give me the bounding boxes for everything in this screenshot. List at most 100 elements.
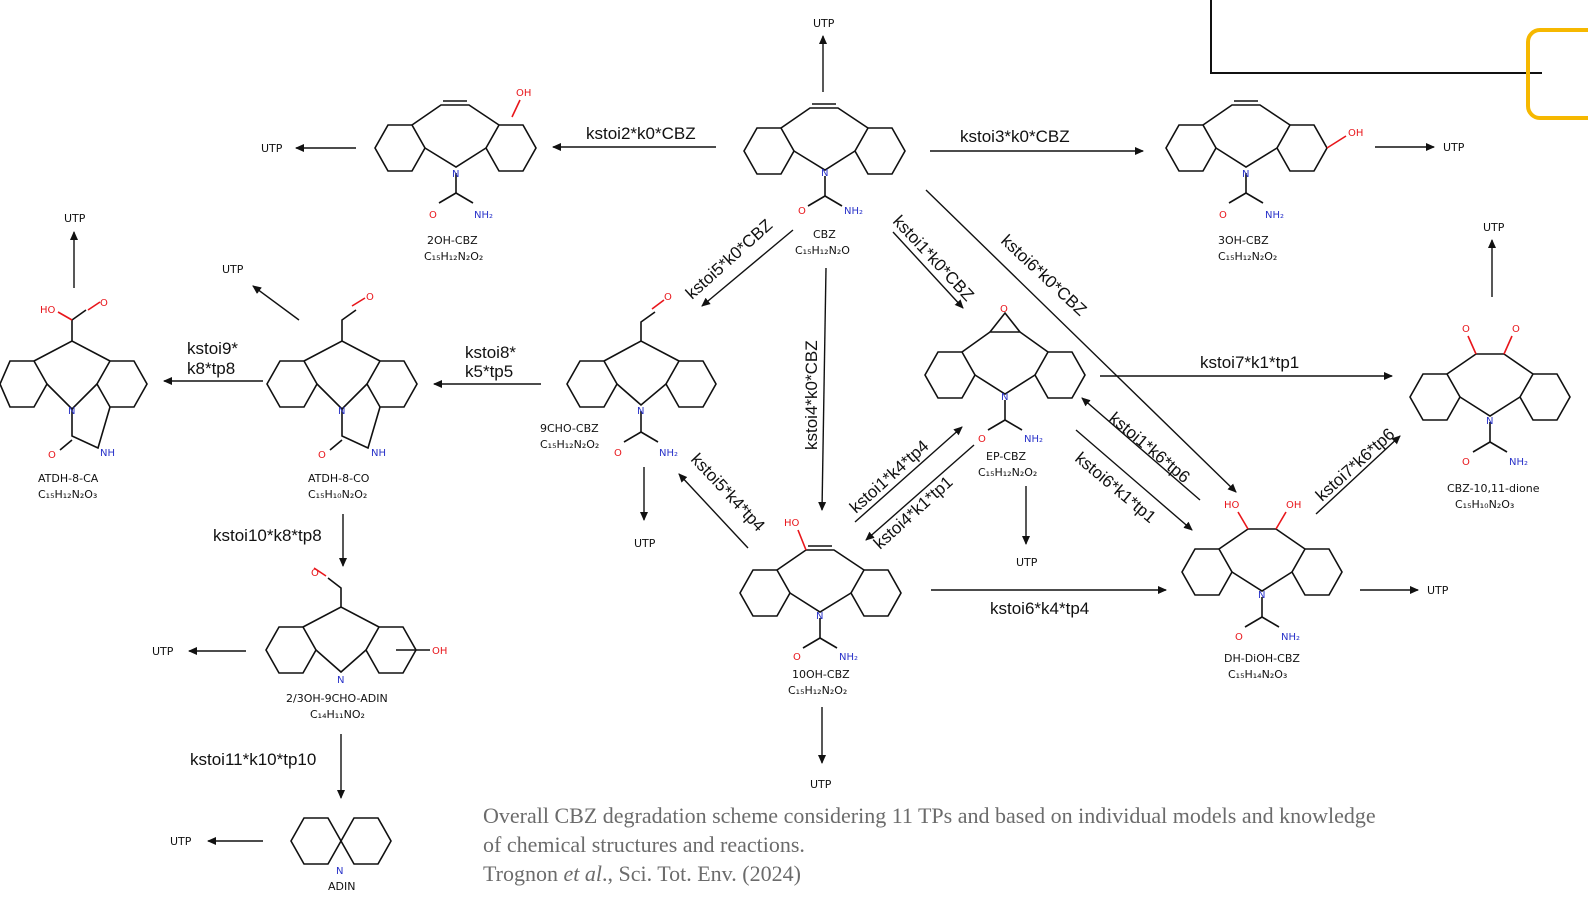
arrow-cbz-9cho — [701, 229, 794, 307]
molecule-formula: C₁₅H₁₀N₂O₂ — [308, 488, 367, 501]
atom-label: O — [664, 292, 672, 303]
molecule-adin: N ADIN — [290, 817, 392, 893]
atom-label: N — [452, 169, 459, 180]
atom-label: N — [1258, 590, 1265, 601]
utp-label: UTP — [152, 645, 174, 658]
atom-label: O — [978, 434, 986, 445]
rate-label: kstoi7*k1*tp1 — [1200, 353, 1299, 372]
molecule-9cho-cbz: O N O NH₂ 9CHO-CBZ C₁₅H₁₂N₂O₂ — [540, 292, 717, 459]
atom-label: N — [337, 675, 344, 686]
atom-label: O — [1512, 324, 1520, 335]
rate-label: kstoi2*k0*CBZ — [586, 124, 696, 143]
atom-label: HO — [1224, 500, 1240, 511]
utp-label: UTP — [222, 263, 244, 276]
atom-label: O — [1462, 324, 1470, 335]
atom-label: O — [48, 450, 56, 461]
utp-label: UTP — [1016, 556, 1038, 569]
molecule-dh-dioh-cbz: HO OH N O NH₂ DH-DiOH-CBZ C₁₅H₁₄N₂O₃ — [1181, 500, 1343, 681]
top-right-frame — [1210, 0, 1542, 74]
utp-label: UTP — [170, 835, 192, 848]
caption-line-1: Overall CBZ degradation scheme consideri… — [483, 803, 1376, 828]
atom-label: OH — [1348, 128, 1363, 139]
molecule-formula: C₁₅H₁₂N₂O₂ — [788, 684, 847, 697]
arrow-dioh-dione — [1315, 435, 1401, 515]
utp-label: UTP — [813, 17, 835, 30]
atom-label: N — [1486, 416, 1493, 427]
caption-reference: Trognon et al., Sci. Tot. Env. (2024) — [483, 859, 1573, 888]
rate-label: kstoi5*k4*tp4 — [687, 450, 769, 536]
rate-label: kstoi1*k6*tp6 — [1105, 409, 1193, 487]
atom-label: N — [336, 866, 343, 877]
atom-label: OH — [516, 88, 531, 99]
atom-label: NH — [100, 448, 115, 459]
arrow-cbz-ep — [892, 231, 964, 309]
molecule-name: 2OH-CBZ — [427, 234, 478, 247]
highlight-frame — [1526, 28, 1588, 120]
arrow-ep-dioh — [1075, 429, 1193, 531]
atom-label: NH₂ — [659, 448, 678, 459]
atom-label: NH₂ — [474, 210, 493, 221]
atom-label: N — [1242, 169, 1249, 180]
utp-label: UTP — [1483, 221, 1505, 234]
utp-labels: UTP UTP UTP UTP UTP UTP UTP UTP UTP UTP … — [64, 17, 1505, 848]
arrow-cbz-dioh — [925, 189, 1237, 493]
molecule-name: ATDH-8-CA — [38, 472, 99, 485]
atom-label: O — [1462, 457, 1470, 468]
rate-label: kstoi5*k0*CBZ — [682, 216, 776, 303]
atom-label: NH₂ — [839, 652, 858, 663]
molecule-name: 10OH-CBZ — [792, 668, 850, 681]
molecule-formula: C₁₅H₁₂N₂O — [795, 244, 850, 257]
atom-label: N — [1001, 392, 1008, 403]
utp-label: UTP — [634, 537, 656, 550]
reference-etal: et al — [563, 861, 603, 886]
molecule-ep-cbz: O N O NH₂ EP-CBZ C₁₅H₁₂N₂O₂ — [924, 304, 1086, 479]
molecule-name: 2/3OH-9CHO-ADIN — [286, 692, 388, 705]
caption-line-2: of chemical structures and reactions. — [483, 832, 805, 857]
molecule-name: ADIN — [328, 880, 355, 893]
molecule-10oh-cbz: HO N O NH₂ 10OH-CBZ C₁₅H₁₂N₂O₂ — [739, 518, 902, 697]
molecule-name: 3OH-CBZ — [1218, 234, 1269, 247]
molecule-3oh-cbz: OH N O NH₂ 3OH-CBZ C₁₅H₁₂N₂O₂ — [1165, 100, 1363, 263]
rate-label: kstoi7*k6*tp6 — [1312, 424, 1398, 505]
reference-authors: Trognon — [483, 861, 564, 886]
atom-label: N — [637, 406, 644, 417]
arrow-ep-10oh — [865, 444, 975, 541]
utp-label: UTP — [261, 142, 283, 155]
molecule-name: CBZ-10,11-dione — [1447, 482, 1540, 495]
atom-label: NH₂ — [1265, 210, 1284, 221]
molecule-formula: C₁₅H₁₂N₂O₂ — [1218, 250, 1277, 263]
atom-label: O — [1219, 210, 1227, 221]
atom-label: O — [100, 298, 108, 309]
molecule-formula: C₁₅H₁₂N₂O₂ — [424, 250, 483, 263]
rate-label: kstoi6*k0*CBZ — [997, 231, 1090, 320]
atom-label: N — [338, 406, 345, 417]
molecule-formula: C₁₄H₁₁NO₂ — [310, 708, 365, 721]
atom-label: N — [816, 611, 823, 622]
molecule-name: CBZ — [813, 228, 836, 241]
reference-journal: ., Sci. Tot. Env. (2024) — [602, 861, 801, 886]
atom-label: O — [614, 448, 622, 459]
rate-label: kstoi3*k0*CBZ — [960, 127, 1070, 146]
molecule-formula: C₁₅H₁₂N₂O₃ — [38, 488, 97, 501]
atom-label: OH — [1286, 500, 1301, 511]
atom-label: NH — [371, 448, 386, 459]
molecule-name: ATDH-8-CO — [308, 472, 370, 485]
atom-label: NH₂ — [844, 206, 863, 217]
rate-label: kstoi6*k1*tp1 — [1071, 449, 1159, 527]
utp-label: UTP — [1427, 584, 1449, 597]
atom-label: O — [429, 210, 437, 221]
rate-label: kstoi10*k8*tp8 — [213, 526, 322, 545]
atom-label: OH — [432, 646, 447, 657]
molecule-formula: C₁₅H₁₀N₂O₃ — [1455, 498, 1514, 511]
rate-label: kstoi6*k4*tp4 — [990, 599, 1089, 618]
molecule-cbz: N O NH₂ CBZ C₁₅H₁₂N₂O — [743, 103, 906, 257]
arrow-10oh-9cho — [678, 473, 749, 549]
atom-label: NH₂ — [1024, 434, 1043, 445]
rate-label: k5*tp5 — [465, 362, 513, 381]
molecule-atdh-8-ca: O HO N O NH ATDH-8-CA C₁₅H₁₂N₂O₃ — [0, 298, 148, 501]
arrow-dioh-ep — [1081, 397, 1201, 501]
rate-label: kstoi1*k0*CBZ — [889, 212, 978, 305]
atom-label: O — [1235, 632, 1243, 643]
rate-label: kstoi11*k10*tp10 — [190, 750, 316, 769]
